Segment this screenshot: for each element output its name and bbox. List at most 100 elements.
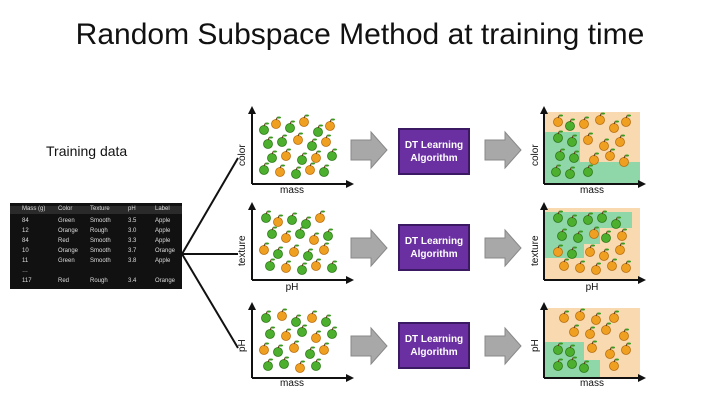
algo-label-line2: Algorithm bbox=[410, 346, 458, 358]
y-axis-arrowhead bbox=[540, 302, 548, 310]
orange-icon bbox=[319, 242, 329, 255]
apple-icon bbox=[287, 212, 297, 225]
apple-icon bbox=[295, 226, 305, 239]
table-header-cell: pH bbox=[128, 206, 136, 212]
apple-icon bbox=[263, 136, 273, 149]
orange-icon bbox=[575, 308, 585, 321]
apple-icon bbox=[301, 216, 311, 229]
table-cell: Smooth bbox=[90, 238, 111, 244]
x-axis-arrowhead bbox=[346, 276, 354, 284]
apple-icon bbox=[259, 122, 269, 135]
apple-icon bbox=[265, 326, 275, 339]
apple-icon bbox=[291, 166, 301, 179]
input-scatter-plot bbox=[248, 106, 354, 188]
table-cell: Orange bbox=[58, 228, 79, 234]
apple-icon bbox=[567, 214, 577, 227]
table-cell: Orange bbox=[58, 248, 79, 254]
table-cell: Smooth bbox=[90, 218, 111, 224]
orange-icon bbox=[319, 342, 329, 355]
x-axis-arrowhead bbox=[638, 276, 646, 284]
orange-icon bbox=[599, 248, 609, 261]
algo-label-line2: Algorithm bbox=[410, 152, 458, 164]
x-axis-arrowhead bbox=[638, 374, 646, 382]
orange-icon bbox=[601, 322, 611, 335]
orange-icon bbox=[589, 226, 599, 239]
x-axis-arrowhead bbox=[346, 180, 354, 188]
apple-icon bbox=[319, 164, 329, 177]
x-axis-label: mass bbox=[580, 185, 604, 196]
table-cell: Apple bbox=[155, 238, 171, 244]
apple-icon bbox=[327, 260, 337, 273]
table-cell: 3.4 bbox=[128, 278, 137, 284]
apple-icon bbox=[321, 314, 331, 327]
apple-icon bbox=[273, 344, 283, 357]
apple-icon bbox=[565, 344, 575, 357]
orange-icon bbox=[321, 134, 331, 147]
orange-icon bbox=[589, 152, 599, 165]
scatter-svg bbox=[248, 302, 354, 382]
orange-icon bbox=[621, 260, 631, 273]
table-cell: Smooth bbox=[90, 258, 111, 264]
table-header-cell: Color bbox=[58, 206, 73, 212]
table-cell: Red bbox=[58, 238, 70, 244]
orange-icon bbox=[299, 114, 309, 127]
apple-icon bbox=[551, 164, 561, 177]
apple-icon bbox=[265, 258, 275, 271]
apple-icon bbox=[579, 360, 589, 373]
table-cell: 12 bbox=[22, 228, 29, 234]
flow-arrow-icon bbox=[483, 228, 523, 273]
apple-icon bbox=[259, 162, 269, 175]
orange-icon bbox=[293, 132, 303, 145]
apple-icon bbox=[291, 314, 301, 327]
apple-icon bbox=[565, 166, 575, 179]
orange-icon bbox=[289, 244, 299, 257]
flow-arrow-icon bbox=[483, 130, 523, 175]
dt-learning-algorithm-box: DT Learning Algorithm bbox=[398, 224, 470, 271]
orange-icon bbox=[259, 242, 269, 255]
table-cell: 11 bbox=[22, 258, 29, 264]
orange-icon bbox=[325, 118, 335, 131]
table-header-cell: Texture bbox=[90, 206, 110, 212]
region-green bbox=[544, 212, 632, 258]
orange-icon bbox=[621, 342, 631, 355]
orange-icon bbox=[587, 340, 597, 353]
apple-icon bbox=[565, 118, 575, 131]
apple-icon bbox=[553, 342, 563, 355]
x-axis-arrowhead bbox=[346, 374, 354, 382]
orange-icon bbox=[311, 258, 321, 271]
apple-icon bbox=[553, 130, 563, 143]
table-cell: 3.5 bbox=[128, 218, 137, 224]
apple-icon bbox=[273, 246, 283, 259]
y-axis-arrowhead bbox=[248, 106, 256, 114]
orange-icon bbox=[281, 148, 291, 161]
table-cell: Smooth bbox=[90, 248, 111, 254]
dt-learning-algorithm-box: DT Learning Algorithm bbox=[398, 322, 470, 369]
table-row: … bbox=[10, 268, 182, 276]
orange-icon bbox=[553, 244, 563, 257]
orange-icon bbox=[615, 134, 625, 147]
orange-icon bbox=[315, 210, 325, 223]
apple-icon bbox=[327, 148, 337, 161]
apple-icon bbox=[327, 326, 337, 339]
y-axis-label: texture bbox=[237, 235, 248, 266]
orange-icon bbox=[585, 326, 595, 339]
table-cell: 84 bbox=[22, 238, 29, 244]
orange-icon bbox=[609, 120, 619, 133]
table-cell: Rough bbox=[90, 228, 108, 234]
training-data-table: Mass (g) Color Texture pH Label 84 Green… bbox=[10, 203, 182, 289]
y-axis-label: pH bbox=[530, 339, 541, 352]
apple-icon bbox=[553, 210, 563, 223]
table-cell: Rough bbox=[90, 278, 108, 284]
table-cell: Apple bbox=[155, 218, 171, 224]
apple-icon bbox=[567, 246, 577, 259]
algo-label-line2: Algorithm bbox=[410, 248, 458, 260]
y-axis-arrowhead bbox=[248, 202, 256, 210]
apple-icon bbox=[297, 324, 307, 337]
y-axis-label: texture bbox=[530, 235, 541, 266]
orange-icon bbox=[553, 114, 563, 127]
table-cell: Red bbox=[58, 278, 70, 284]
input-scatter-plot bbox=[248, 202, 354, 284]
apple-icon bbox=[313, 124, 323, 137]
table-row: 84 Red Smooth 3.3 Apple bbox=[10, 238, 182, 246]
